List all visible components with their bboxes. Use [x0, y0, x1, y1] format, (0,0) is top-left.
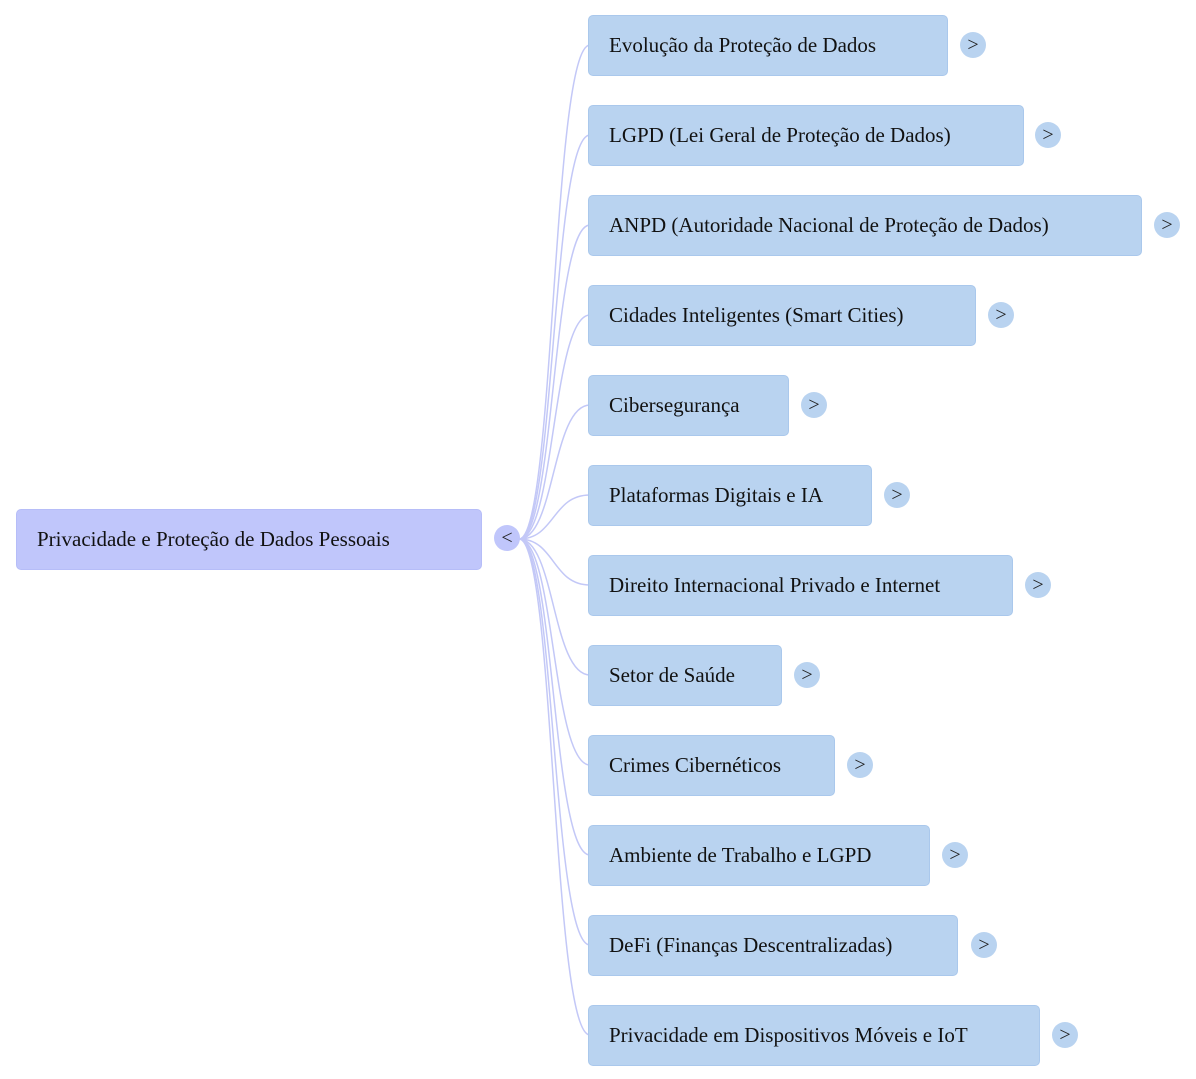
collapse-toggle-button[interactable]: < [494, 525, 520, 551]
node-evolucao-protecao-dados[interactable]: Evolução da Proteção de Dados [588, 15, 948, 76]
expand-toggle-button[interactable]: > [1154, 212, 1180, 238]
expand-toggle-button[interactable]: > [794, 662, 820, 688]
node-ciberseguranca[interactable]: Cibersegurança [588, 375, 789, 436]
expand-toggle-button[interactable]: > [847, 752, 873, 778]
connector-line [518, 404, 591, 540]
node-crimes-ciberneticos[interactable]: Crimes Cibernéticos [588, 735, 835, 796]
node-defi[interactable]: DeFi (Finanças Descentralizadas) [588, 915, 958, 976]
node-label: Evolução da Proteção de Dados [609, 33, 877, 57]
node-label: LGPD (Lei Geral de Proteção de Dados) [609, 123, 951, 147]
expand-toggle-button[interactable]: > [942, 842, 968, 868]
root-node-label: Privacidade e Proteção de Dados Pessoais [37, 527, 390, 551]
connector-line [518, 538, 591, 946]
node-label: Direito Internacional Privado e Internet [609, 573, 941, 597]
expand-toggle-button[interactable]: > [971, 932, 997, 958]
connector-line [518, 538, 591, 766]
node-label: Cidades Inteligentes (Smart Cities) [609, 303, 904, 327]
connector-line [518, 538, 591, 676]
connector-line [518, 538, 591, 1036]
root-node[interactable]: Privacidade e Proteção de Dados Pessoais [16, 509, 482, 570]
node-label: ANPD (Autoridade Nacional de Proteção de… [609, 213, 1049, 237]
node-ambiente-trabalho-lgpd[interactable]: Ambiente de Trabalho e LGPD [588, 825, 930, 886]
node-label: Privacidade em Dispositivos Móveis e IoT [609, 1023, 968, 1047]
connector-line [518, 314, 591, 540]
connector-line [518, 538, 591, 586]
node-privacidade-dispositivos-moveis-iot[interactable]: Privacidade em Dispositivos Móveis e IoT [588, 1005, 1040, 1066]
expand-toggle-button[interactable]: > [801, 392, 827, 418]
node-direito-internacional-privado[interactable]: Direito Internacional Privado e Internet [588, 555, 1013, 616]
expand-toggle-button[interactable]: > [960, 32, 986, 58]
node-anpd[interactable]: ANPD (Autoridade Nacional de Proteção de… [588, 195, 1142, 256]
expand-toggle-button[interactable]: > [988, 302, 1014, 328]
connector-line [518, 224, 591, 540]
node-lgpd[interactable]: LGPD (Lei Geral de Proteção de Dados) [588, 105, 1024, 166]
connector-line [518, 538, 591, 856]
node-label: Ambiente de Trabalho e LGPD [609, 843, 872, 867]
node-label: Setor de Saúde [609, 663, 735, 687]
expand-toggle-button[interactable]: > [1025, 572, 1051, 598]
expand-toggle-button[interactable]: > [1052, 1022, 1078, 1048]
expand-toggle-button[interactable]: > [1035, 122, 1061, 148]
node-plataformas-digitais-ia[interactable]: Plataformas Digitais e IA [588, 465, 872, 526]
node-label: Cibersegurança [609, 393, 740, 417]
node-cidades-inteligentes[interactable]: Cidades Inteligentes (Smart Cities) [588, 285, 976, 346]
connector-line [518, 134, 591, 540]
node-setor-saude[interactable]: Setor de Saúde [588, 645, 782, 706]
node-label: DeFi (Finanças Descentralizadas) [609, 933, 893, 957]
expand-toggle-button[interactable]: > [884, 482, 910, 508]
node-label: Crimes Cibernéticos [609, 753, 782, 777]
connector-line [518, 494, 591, 540]
connector-line [518, 44, 591, 540]
node-label: Plataformas Digitais e IA [609, 483, 824, 507]
